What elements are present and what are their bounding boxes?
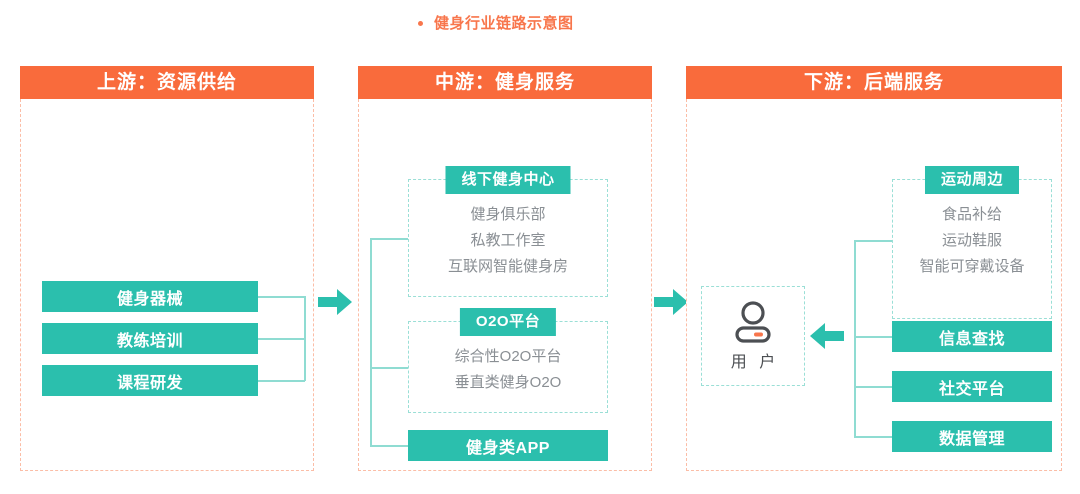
list-item: 食品补给 xyxy=(941,206,1002,223)
chip-course-development[interactable]: 课程研发 xyxy=(42,365,258,396)
column-downstream-header: 下游：后端服务 xyxy=(686,66,1062,99)
chip-coach-training[interactable]: 教练培训 xyxy=(42,323,258,354)
page-title: 健身行业链路示意图 xyxy=(418,12,574,33)
group-sports-peripherals: 运动周边 食品补给 运动鞋服 智能可穿戴设备 xyxy=(892,166,1052,319)
connector-downstream-branch-4 xyxy=(854,436,892,438)
column-midstream-header: 中游：健身服务 xyxy=(358,66,652,99)
connector-downstream-branch-1 xyxy=(854,240,892,242)
connector-midstream-spine xyxy=(370,238,372,446)
list-item: 健身俱乐部 xyxy=(470,206,546,223)
chip-fitness-equipment[interactable]: 健身器械 xyxy=(42,281,258,312)
user-node-label: 用 户 xyxy=(730,353,780,371)
group-o2o-platform-items: 综合性O2O平台 垂直类健身O2O xyxy=(409,322,607,396)
group-offline-fitness-center: 线下健身中心 健身俱乐部 私教工作室 互联网智能健身房 xyxy=(408,166,608,297)
column-downstream-body: 用 户 运动周边 食品补给 运动鞋服 智能可穿戴设备 信息查找 社交平台 数据管… xyxy=(686,99,1062,471)
column-midstream-body: 线下健身中心 健身俱乐部 私教工作室 互联网智能健身房 O2O平台 综合性O2O… xyxy=(358,99,652,471)
list-item: 私教工作室 xyxy=(470,232,546,249)
list-item: 智能可穿戴设备 xyxy=(919,258,1025,275)
page-title-text: 健身行业链路示意图 xyxy=(434,15,574,32)
user-person-icon xyxy=(735,300,771,343)
column-downstream: 下游：后端服务 用 户 运动周边 食品补给 运动鞋服 xyxy=(686,66,1062,471)
connector-upstream-branch-3 xyxy=(258,380,305,382)
list-item: 垂直类健身O2O xyxy=(454,374,562,391)
bullet-dot-icon xyxy=(418,21,423,26)
group-offline-fitness-center-items: 健身俱乐部 私教工作室 互联网智能健身房 xyxy=(409,180,607,280)
group-sports-peripherals-title[interactable]: 运动周边 xyxy=(924,166,1020,194)
arrow-midstream-to-downstream xyxy=(654,289,688,315)
connector-downstream-branch-3 xyxy=(854,386,892,388)
column-midstream: 中游：健身服务 线下健身中心 健身俱乐部 私教工作室 互联网智能健身房 O2O平… xyxy=(358,66,652,471)
group-offline-fitness-center-title[interactable]: 线下健身中心 xyxy=(445,166,571,194)
chip-data-management[interactable]: 数据管理 xyxy=(892,421,1052,452)
column-upstream-body: 健身器械 教练培训 课程研发 xyxy=(20,99,314,471)
connector-midstream-branch-2 xyxy=(370,367,408,369)
connector-midstream-branch-1 xyxy=(370,238,408,240)
list-item: 互联网智能健身房 xyxy=(447,258,568,275)
chip-fitness-app[interactable]: 健身类APP xyxy=(408,430,608,461)
list-item: 运动鞋服 xyxy=(941,232,1002,249)
column-upstream: 上游：资源供给 健身器械 教练培训 课程研发 xyxy=(20,66,314,471)
column-upstream-header: 上游：资源供给 xyxy=(20,66,314,99)
connector-midstream-branch-3 xyxy=(370,445,408,447)
connector-upstream-branch-1 xyxy=(258,296,305,298)
group-o2o-platform: O2O平台 综合性O2O平台 垂直类健身O2O xyxy=(408,308,608,413)
connector-upstream-spine xyxy=(304,296,306,381)
arrow-upstream-to-midstream xyxy=(318,289,352,315)
connector-downstream-spine xyxy=(854,240,856,436)
connector-upstream-branch-2 xyxy=(258,338,305,340)
group-o2o-platform-title[interactable]: O2O平台 xyxy=(459,308,557,336)
chip-social-platform[interactable]: 社交平台 xyxy=(892,371,1052,402)
group-sports-peripherals-items: 食品补给 运动鞋服 智能可穿戴设备 xyxy=(893,180,1051,280)
arrow-services-to-user xyxy=(810,323,844,349)
list-item: 综合性O2O平台 xyxy=(454,348,562,365)
connector-downstream-branch-2 xyxy=(854,336,892,338)
user-node: 用 户 xyxy=(701,286,805,386)
chip-information-search[interactable]: 信息查找 xyxy=(892,321,1052,352)
